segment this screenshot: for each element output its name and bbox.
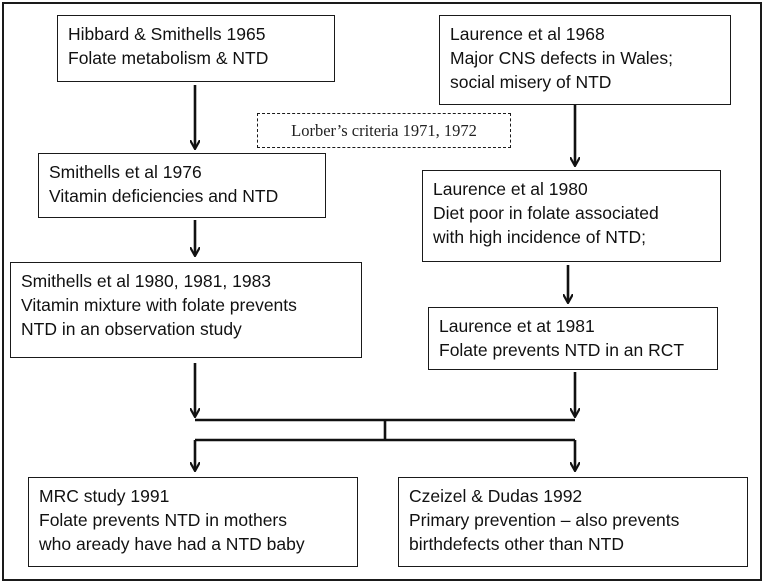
box-title: Laurence et al 1980 <box>433 179 588 199</box>
box-laurence-1981: Laurence et at 1981 Folate prevents NTD … <box>428 307 718 370</box>
box-text: Diet poor in folate associated <box>433 203 659 223</box>
box-text: who aready have had a NTD baby <box>39 534 305 554</box>
box-title: Hibbard & Smithells 1965 <box>68 24 266 44</box>
box-title: Czeizel & Dudas 1992 <box>409 486 583 506</box>
box-mrc-study-1991: MRC study 1991 Folate prevents NTD in mo… <box>28 477 358 567</box>
box-hibbard-smithells-1965: Hibbard & Smithells 1965 Folate metaboli… <box>57 15 335 82</box>
box-czeizel-dudas-1992: Czeizel & Dudas 1992 Primary prevention … <box>398 477 748 567</box>
box-text: Major CNS defects in Wales; <box>450 48 674 68</box>
box-text: with high incidence of NTD; <box>433 227 647 247</box>
box-text: NTD in an observation study <box>21 319 242 339</box>
box-text: birthdefects other than NTD <box>409 534 624 554</box>
box-text: Folate prevents NTD in an RCT <box>439 340 685 360</box>
box-text: Primary prevention – also prevents <box>409 510 680 530</box>
box-text: Folate metabolism & NTD <box>68 48 269 68</box>
box-laurence-1968: Laurence et al 1968 Major CNS defects in… <box>439 15 731 105</box>
box-text: Vitamin mixture with folate prevents <box>21 295 297 315</box>
box-text: Lorber’s criteria 1971, 1972 <box>291 120 477 140</box>
box-smithells-1980: Smithells et al 1980, 1981, 1983 Vitamin… <box>10 262 362 358</box>
box-title: Laurence et at 1981 <box>439 316 595 336</box>
box-text: Folate prevents NTD in mothers <box>39 510 288 530</box>
box-text: social misery of NTD <box>450 72 612 92</box>
box-title: Smithells et al 1976 <box>49 162 202 182</box>
box-lorber-criteria: Lorber’s criteria 1971, 1972 <box>257 113 511 148</box>
box-title: Laurence et al 1968 <box>450 24 605 44</box>
box-title: Smithells et al 1980, 1981, 1983 <box>21 271 272 291</box>
box-title: MRC study 1991 <box>39 486 170 506</box>
box-text: Vitamin deficiencies and NTD <box>49 186 279 206</box>
box-smithells-1976: Smithells et al 1976 Vitamin deficiencie… <box>38 153 326 218</box>
box-laurence-1980: Laurence et al 1980 Diet poor in folate … <box>422 170 721 262</box>
